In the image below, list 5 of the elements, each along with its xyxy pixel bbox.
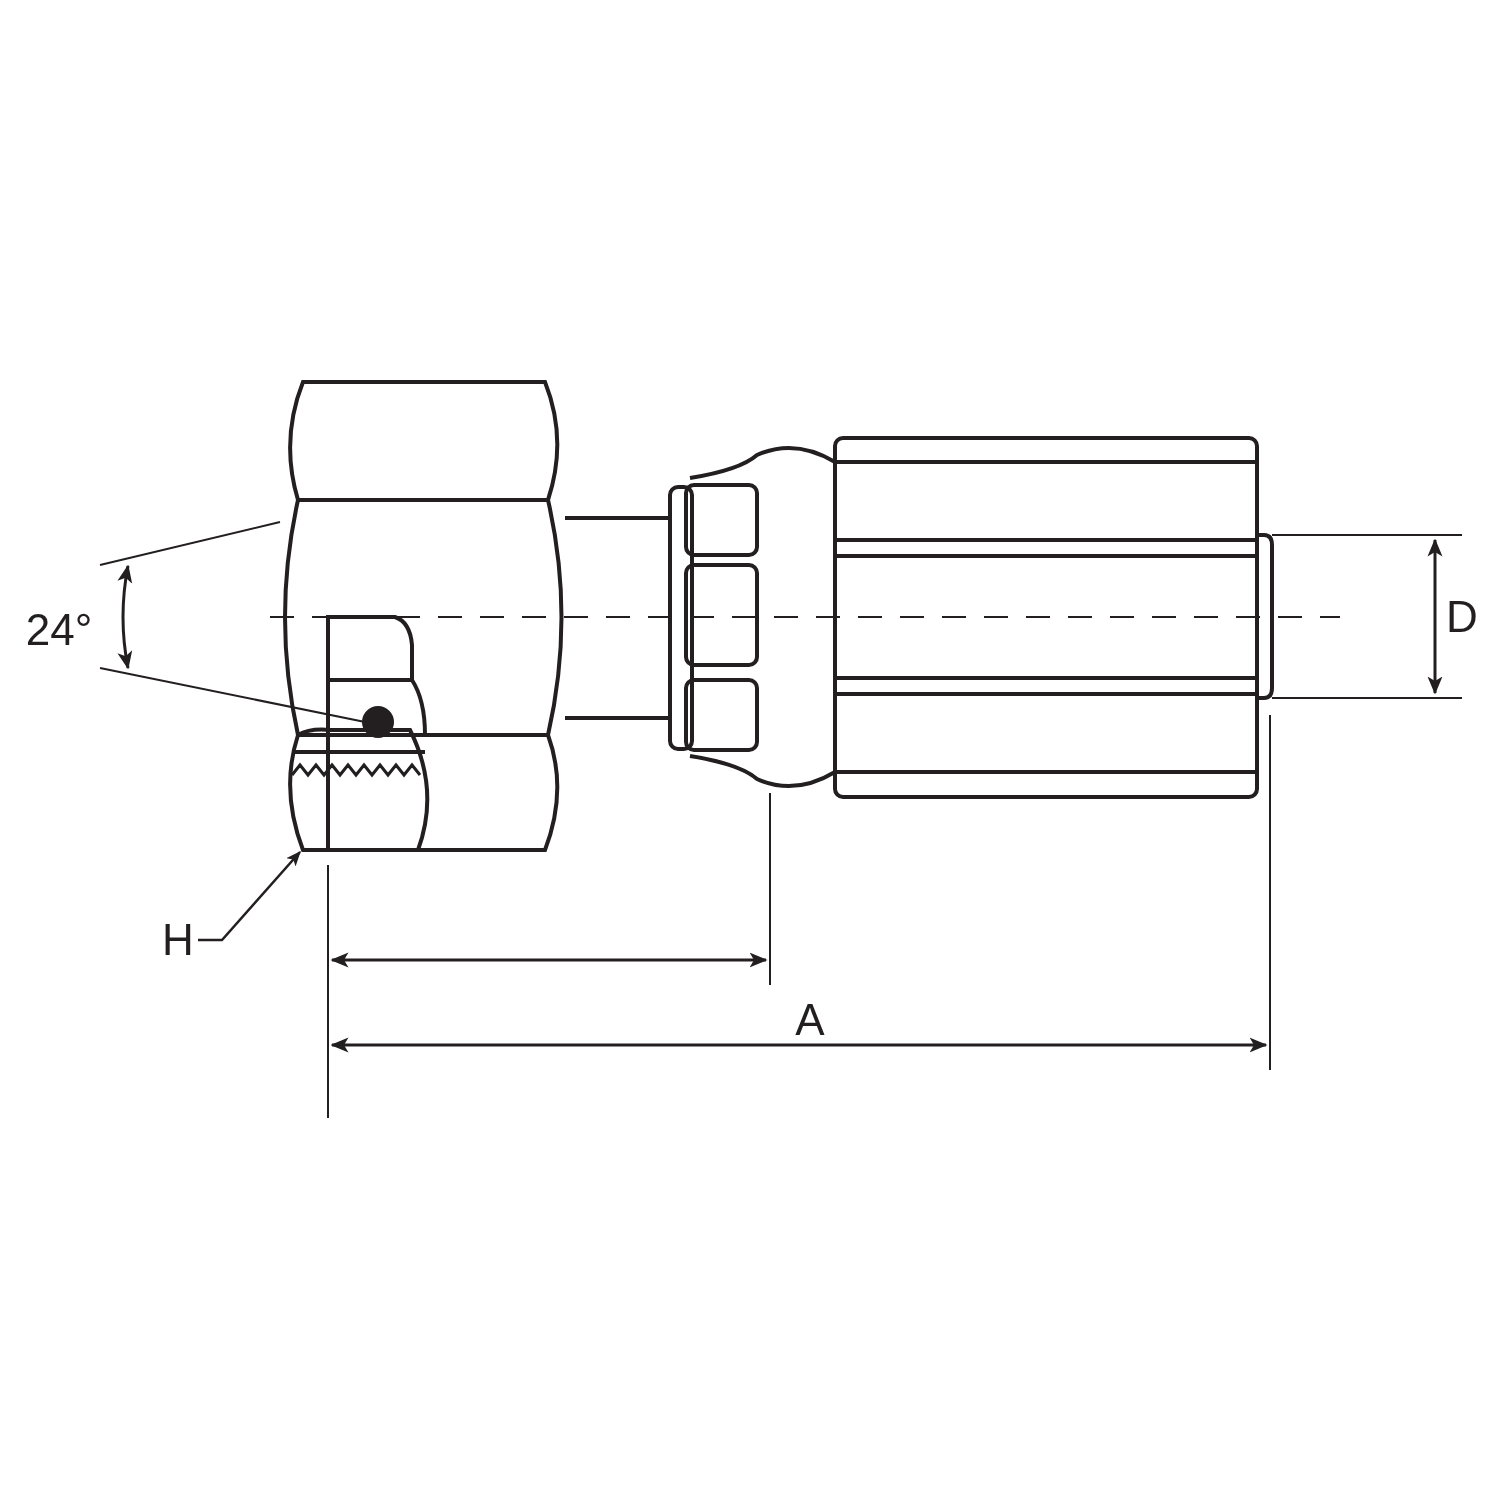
dimension-label: A [794, 994, 826, 1046]
dimension-label: 24° [24, 604, 94, 656]
dimension-label: D [1445, 591, 1479, 643]
leader-line [198, 851, 301, 942]
part-label: H [162, 918, 194, 962]
